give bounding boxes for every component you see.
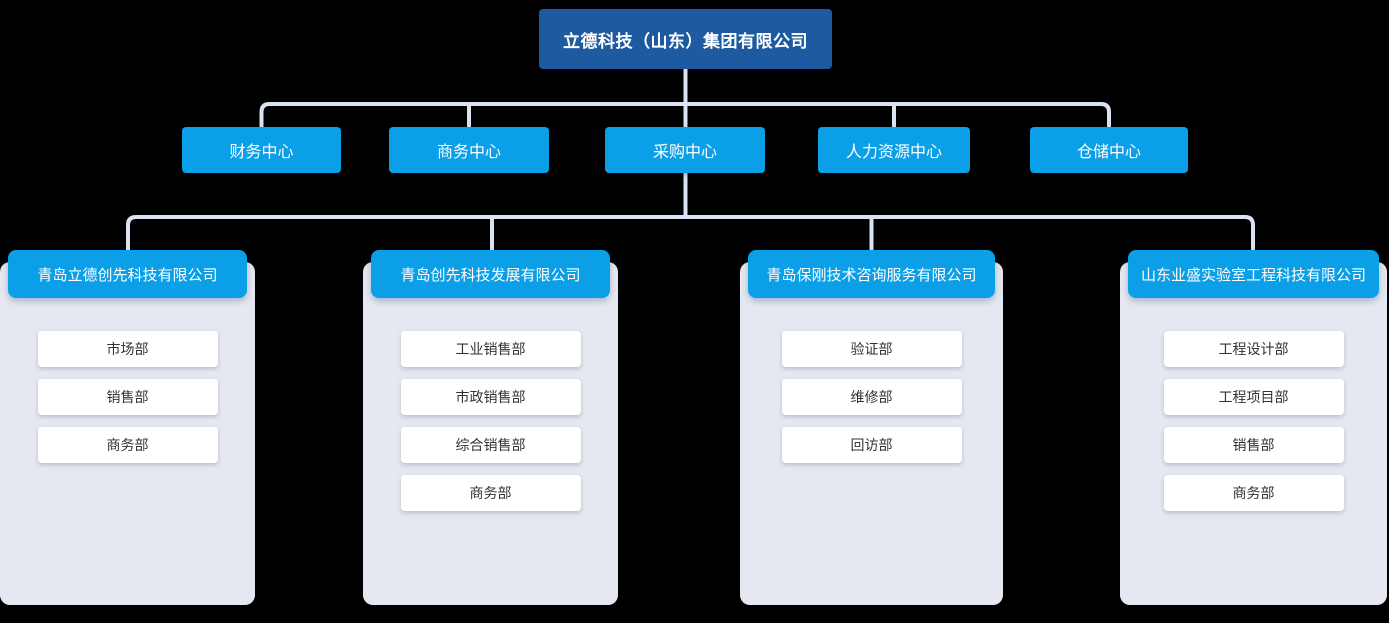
org-node-label: 采购中心	[652, 144, 717, 161]
department-node: 销售部	[37, 379, 218, 415]
department-list: 市场部 销售部 商务部	[0, 331, 255, 463]
department-node: 销售部	[1163, 427, 1344, 463]
department-node: 商务部	[37, 427, 218, 463]
org-node-warehouse-center: 仓储中心	[1030, 127, 1188, 173]
subsidiary-header: 青岛创先科技发展有限公司	[371, 250, 610, 298]
department-node: 回访部	[781, 427, 962, 463]
department-node: 综合销售部	[400, 427, 581, 463]
department-node: 商务部	[400, 475, 581, 511]
subsidiary-header: 山东业盛实验室工程科技有限公司	[1128, 250, 1379, 298]
org-node-business-center: 商务中心	[389, 127, 549, 173]
department-node: 市场部	[37, 331, 218, 367]
subsidiary-panel: 青岛保刚技术咨询服务有限公司 验证部 维修部 回访部	[740, 250, 1003, 605]
subsidiary-panel: 山东业盛实验室工程科技有限公司 工程设计部 工程项目部 销售部 商务部	[1120, 250, 1387, 605]
department-node: 工程设计部	[1163, 331, 1344, 367]
org-node-label: 立德科技（山东）集团有限公司	[563, 31, 808, 51]
department-node: 商务部	[1163, 475, 1344, 511]
department-node: 验证部	[781, 331, 962, 367]
department-node: 工程项目部	[1163, 379, 1344, 415]
subsidiary-panel: 青岛立德创先科技有限公司 市场部 销售部 商务部	[0, 250, 255, 605]
department-list: 工业销售部 市政销售部 综合销售部 商务部	[363, 331, 618, 511]
org-node-group-company: 立德科技（山东）集团有限公司	[539, 9, 832, 69]
department-node: 市政销售部	[400, 379, 581, 415]
org-node-label: 人力资源中心	[845, 144, 942, 161]
subsidiary-panel: 青岛创先科技发展有限公司 工业销售部 市政销售部 综合销售部 商务部	[363, 250, 618, 605]
department-node: 维修部	[781, 379, 962, 415]
department-list: 工程设计部 工程项目部 销售部 商务部	[1120, 331, 1387, 511]
subsidiary-name: 青岛创先科技发展有限公司	[400, 266, 581, 284]
org-node-label: 仓储中心	[1076, 144, 1141, 161]
org-node-label: 财务中心	[229, 144, 294, 161]
org-node-procurement-center: 采购中心	[605, 127, 765, 173]
department-list: 验证部 维修部 回访部	[740, 331, 1003, 463]
org-node-finance-center: 财务中心	[182, 127, 341, 173]
subsidiary-name: 青岛保刚技术咨询服务有限公司	[766, 266, 977, 284]
subsidiary-header: 青岛保刚技术咨询服务有限公司	[748, 250, 995, 298]
org-node-hr-center: 人力资源中心	[818, 127, 970, 173]
subsidiary-header: 青岛立德创先科技有限公司	[8, 250, 247, 298]
subsidiary-name: 青岛立德创先科技有限公司	[37, 266, 218, 284]
subsidiary-name: 山东业盛实验室工程科技有限公司	[1140, 266, 1366, 284]
org-node-label: 商务中心	[436, 144, 501, 161]
department-node: 工业销售部	[400, 331, 581, 367]
